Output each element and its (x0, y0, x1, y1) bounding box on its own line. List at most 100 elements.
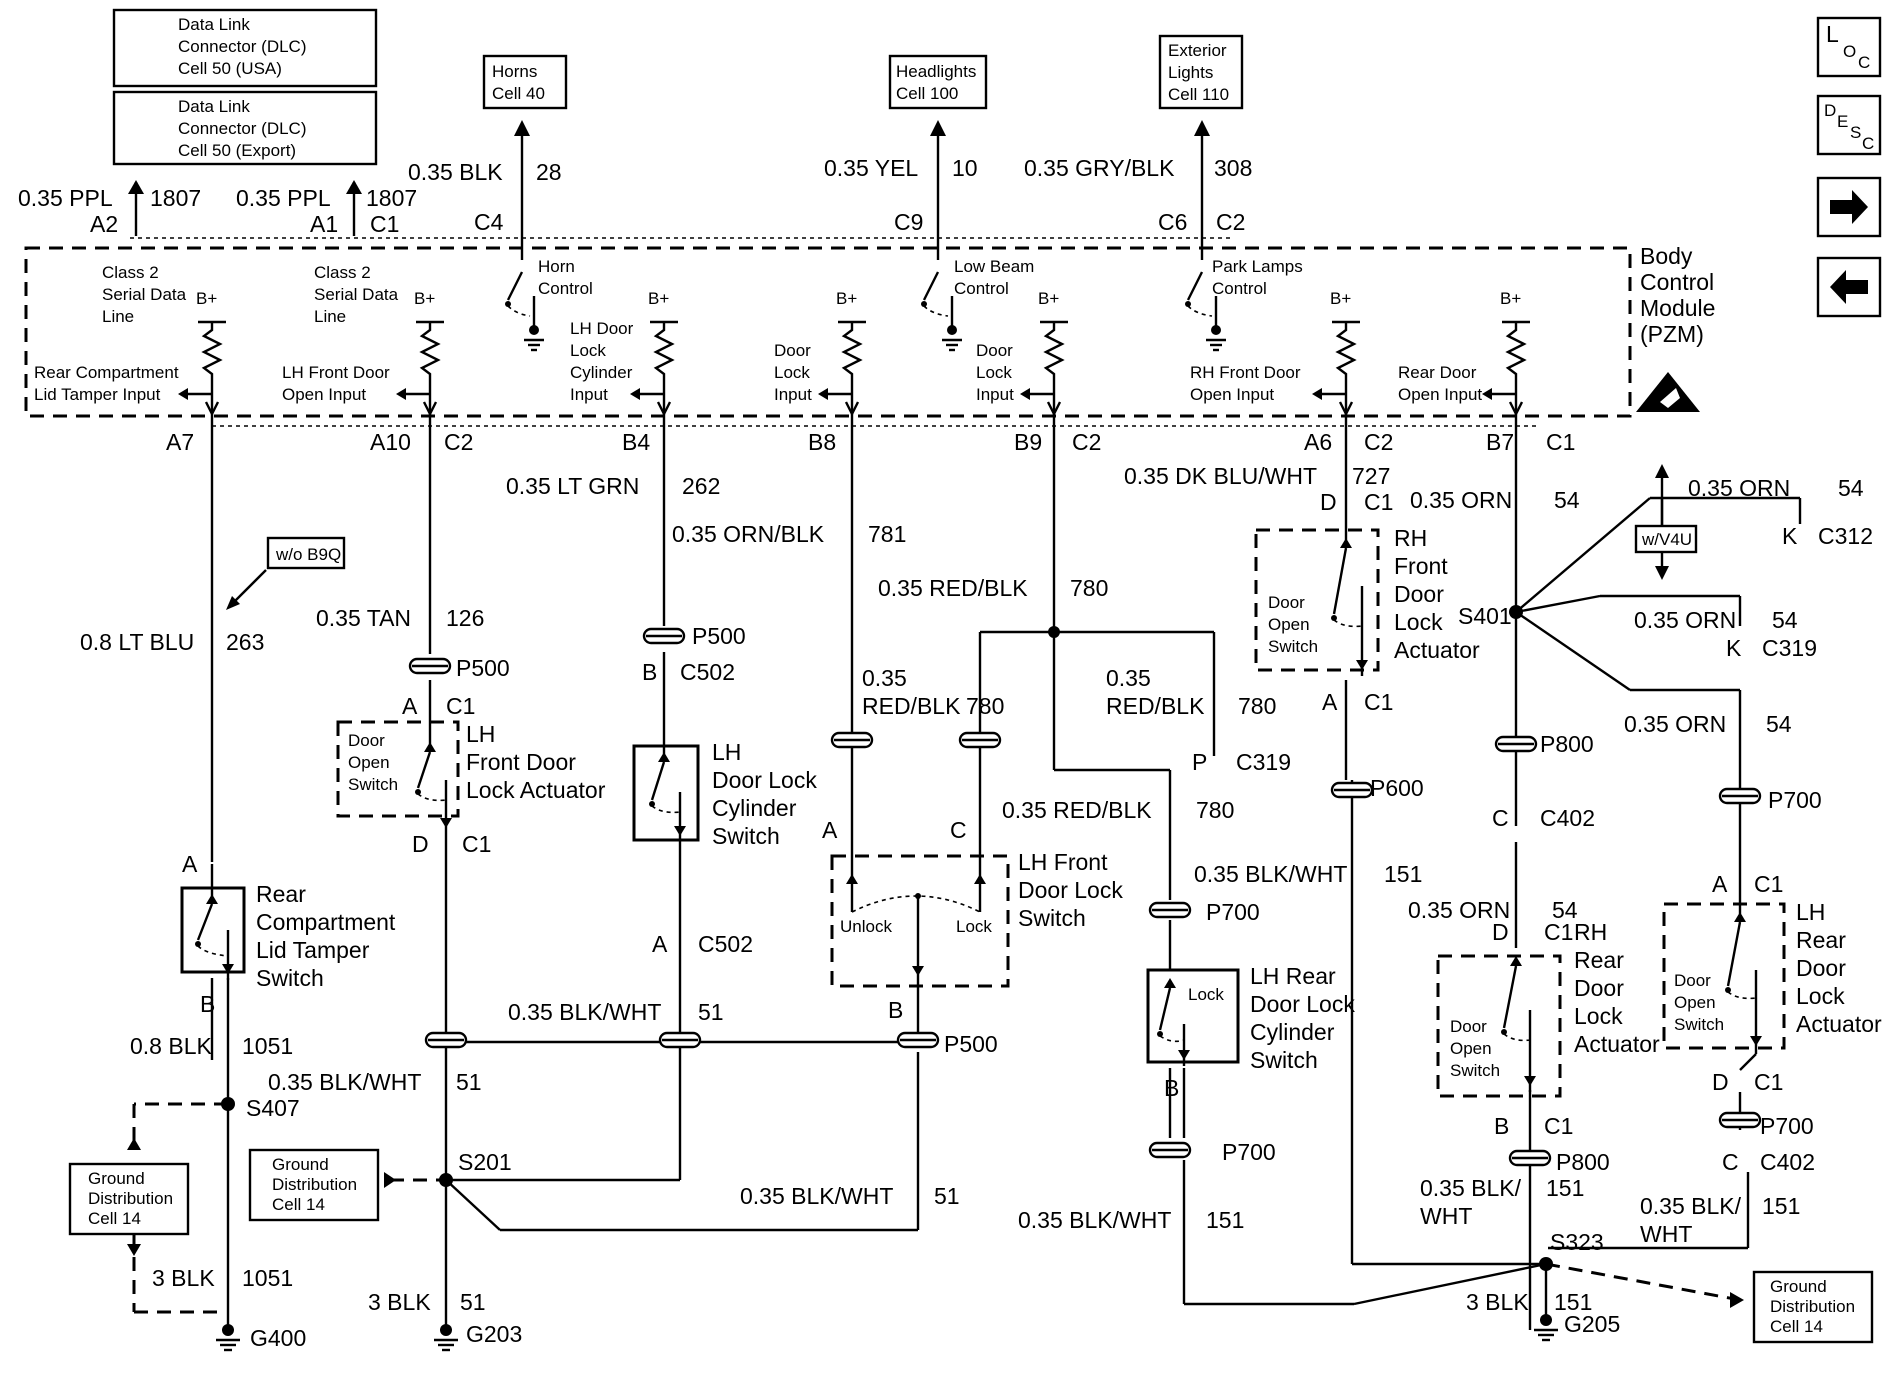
ground-links (127, 1102, 1744, 1314)
loc-button[interactable]: L O C (1816, 16, 1882, 78)
w2-circuit: 1807 (366, 185, 417, 211)
w5-pin: C6 (1158, 209, 1187, 235)
diagram-label: Compartment (256, 909, 396, 935)
diagram-label: Door Lock (1018, 877, 1123, 903)
diagram-label: D (1492, 919, 1509, 945)
pullup-resistor-2: B+ (396, 289, 444, 428)
diagram-label: 0.35 LT GRN (506, 473, 639, 499)
diagram-label: Lid Tamper Input (34, 385, 161, 404)
diagram-label: Input (774, 385, 812, 404)
headlights-box[interactable]: Headlights Cell 100 (888, 54, 988, 110)
diagram-label: Door (774, 341, 811, 360)
diagram-label: Class 2 (102, 263, 159, 282)
diagram-label: Lock (1188, 985, 1224, 1004)
diagram-label: 151 (1206, 1207, 1244, 1233)
next-arrow-button[interactable] (1816, 176, 1882, 238)
diagram-label: 727 (1352, 463, 1390, 489)
prev-arrow-button[interactable] (1816, 256, 1882, 318)
diagram-label: 0.35 BLK/WHT (1194, 861, 1347, 887)
diagram-label: Lights (1168, 63, 1213, 82)
diagram-label: Connector (DLC) (178, 119, 307, 138)
diagram-label: P600 (1370, 775, 1424, 801)
diagram-label: 151 (1762, 1193, 1800, 1219)
diagram-label: 0.35 BLK/ (1420, 1175, 1522, 1201)
diagram-label: Lock Actuator (466, 777, 606, 803)
diagram-label: 0.35 ORN (1410, 487, 1512, 513)
diagram-label: P500 (944, 1031, 998, 1057)
gd-right-box[interactable]: Ground Distribution Cell 14 (1752, 1270, 1874, 1344)
lh-rear-actuator (1662, 890, 1786, 1071)
diagram-label: Open Input (282, 385, 366, 404)
diagram-label: Line (314, 307, 346, 326)
diagram-label: Rear Door (1398, 363, 1477, 382)
diagram-label: 54 (1838, 475, 1864, 501)
wv4u-note: w/V4U (1634, 464, 1698, 580)
diagram-label: Data Link (178, 15, 250, 34)
diagram-label: Connector (DLC) (178, 37, 307, 56)
diagram-label: Class 2 (314, 263, 371, 282)
diagram-label: RH (1574, 919, 1607, 945)
diagram-label: Door (1674, 971, 1711, 990)
diagram-label: Open (1450, 1039, 1492, 1058)
diagram-label: Door (1796, 955, 1846, 981)
diagram-label: Switch (1450, 1061, 1500, 1080)
diagram-label: 0.8 LT BLU (80, 629, 194, 655)
diagram-label: Open (348, 753, 390, 772)
diagram-label: Cell 50 (Export) (178, 141, 296, 160)
diagram-label: P700 (1768, 787, 1822, 813)
diagram-label: LH (712, 739, 741, 765)
diagram-label: S201 (458, 1149, 512, 1175)
diagram-label: Switch (1018, 905, 1086, 931)
diagram-label: 0.35 BLK/WHT (1018, 1207, 1171, 1233)
gd-left-box[interactable]: Ground Distribution Cell 14 (68, 1162, 190, 1236)
diagram-label: 0.35 ORN (1634, 607, 1736, 633)
diagram-label: P700 (1760, 1113, 1814, 1139)
diagram-label: B (1494, 1113, 1509, 1139)
diagram-label: K (1782, 523, 1798, 549)
diagram-label: Cylinder (570, 363, 633, 382)
desc-button[interactable]: D E S C (1816, 94, 1882, 156)
diagram-label: WHT (1420, 1203, 1472, 1229)
diagram-label: C319 (1236, 749, 1291, 775)
diagram-label: Lock (1796, 983, 1845, 1009)
diagram-label: Data Link (178, 97, 250, 116)
diagram-label: 54 (1554, 487, 1580, 513)
diagram-label: A (652, 931, 668, 957)
diagram-label: A7 (166, 429, 194, 455)
diagram-label: C1 (1754, 1069, 1783, 1095)
diagram-label: w/o B9Q (275, 545, 341, 564)
diagram-label: WHT (1640, 1221, 1692, 1247)
diagram-label: 54 (1552, 897, 1578, 923)
diagram-label: C (950, 817, 967, 843)
rear-compartment-switch (180, 864, 246, 980)
diagram-label: P500 (456, 655, 510, 681)
diagram-label: Exterior (1168, 41, 1227, 60)
diagram-label: S401 (1458, 603, 1512, 629)
horns-box[interactable]: Horns Cell 40 (482, 54, 568, 110)
diagram-label: RH Front Door (1190, 363, 1301, 382)
diagram-label: 0.35 ORN (1624, 711, 1726, 737)
diagram-label: 780 (966, 693, 1004, 719)
gd-mid-box[interactable]: Ground Distribution Cell 14 (248, 1148, 380, 1222)
diagram-label: 3 BLK (1466, 1289, 1529, 1315)
diagram-label: 3 BLK (152, 1265, 215, 1291)
exterior-lights-box[interactable]: Exterior Lights Cell 110 (1158, 34, 1244, 110)
diagram-label: 262 (682, 473, 720, 499)
diagram-label: Switch (712, 823, 780, 849)
loc-letter-o: O (1843, 42, 1856, 61)
diagram-label: Door (976, 341, 1013, 360)
diagram-label: 0.35 BLK/WHT (740, 1183, 893, 1209)
diagram-label: Lock (1394, 609, 1443, 635)
dlc-export-box[interactable]: Data Link Connector (DLC) Cell 50 (Expor… (112, 90, 378, 166)
w1-gauge: 0.35 PPL (18, 185, 113, 211)
dlc-usa-box[interactable]: Data Link Connector (DLC) Cell 50 (USA) (112, 8, 378, 88)
diagram-label: P (1192, 749, 1207, 775)
diagram-label: Cell 40 (492, 84, 545, 103)
bcm-pullups: B+B+B+B+B+B+B+ (178, 289, 1530, 428)
diagram-label: Open Input (1398, 385, 1482, 404)
diagram-label: Control (538, 279, 593, 298)
bplus-label: B+ (836, 289, 857, 308)
w2-pin: A1 (310, 211, 338, 237)
